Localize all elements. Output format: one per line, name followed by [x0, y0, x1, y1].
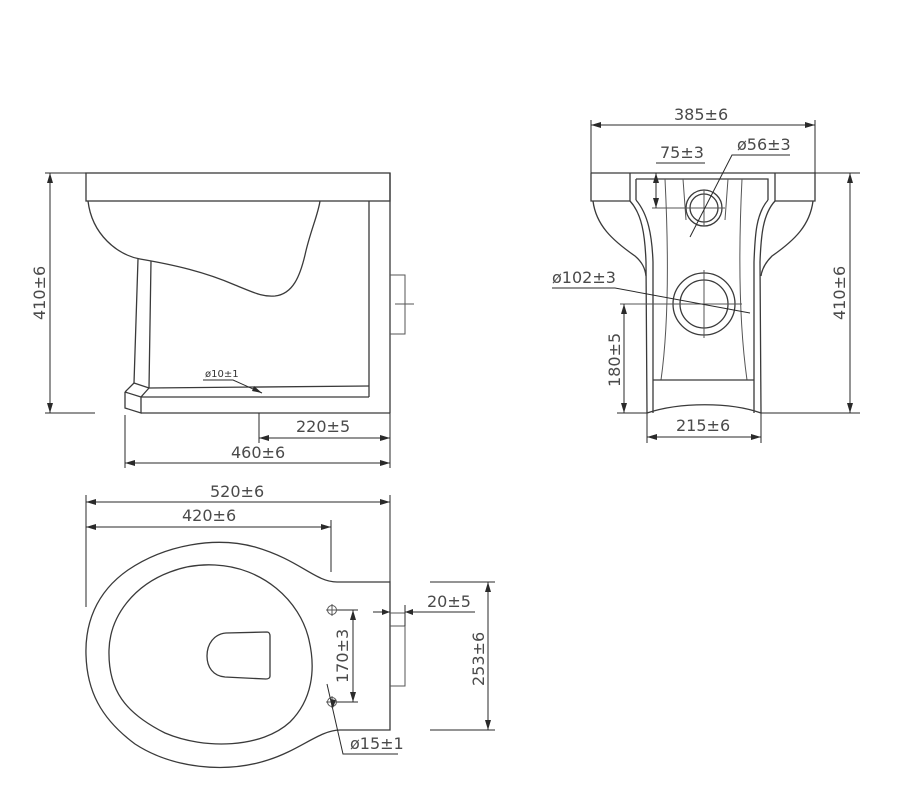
plan-rear-width-ext: [430, 581, 495, 731]
plan-hole-spacing-label: 170±3: [333, 629, 352, 683]
plan-bowl-length-label: 420±6: [182, 506, 236, 525]
plan-spigot-arrow-right: [405, 609, 413, 615]
front-inner-taper: [660, 178, 748, 381]
side-fixing-leader: [203, 379, 263, 394]
plan-outer-outline: [85, 541, 391, 769]
side-rim: [85, 172, 391, 202]
plan-seat-hole-top: [326, 604, 338, 616]
front-bowl-right: [760, 200, 814, 277]
side-height-ext: [45, 172, 95, 414]
front-outlet-diameter-leader: [552, 287, 751, 314]
front-base: [646, 379, 762, 414]
front-inlet-center: [652, 190, 725, 226]
front-inlet-offset-label: 75±3: [660, 143, 704, 162]
front-outlet-diameter-label: ø102±3: [552, 268, 616, 287]
plan-inner-bowl: [108, 564, 313, 745]
front-inlet-diameter-label: ø56±3: [737, 135, 791, 154]
plan-length-ext: [85, 495, 391, 607]
plan-seat-hole-label: ø15±1: [350, 734, 404, 753]
front-width-ext: [590, 120, 816, 173]
front-bowl-left: [592, 200, 647, 277]
side-outlet-spigot: [390, 274, 414, 335]
side-view: ø10±1 410±6 220±5 460±6: [30, 172, 414, 468]
front-view: 385±6 75±3 ø56±3 ø102±3 180±5 215±6 410±…: [552, 105, 860, 443]
plan-spigot-arrow-left: [382, 609, 390, 615]
front-width-label: 385±6: [674, 105, 728, 124]
side-fixing-arrow: [252, 386, 262, 393]
plan-outlet-spigot: [390, 612, 406, 687]
plan-spigot-label: 20±5: [427, 592, 471, 611]
front-rim: [590, 172, 816, 202]
side-bowl-curve: [87, 200, 321, 297]
plan-seat-hole-leader: [326, 683, 398, 755]
front-base-width-label: 215±6: [676, 416, 730, 435]
front-rim-inner: [629, 173, 776, 201]
side-outlet-label: 220±5: [296, 417, 350, 436]
plan-length-label: 520±6: [210, 482, 264, 501]
side-depth-label: 460±6: [231, 443, 285, 462]
front-inlet-diameter-leader: [689, 154, 790, 238]
side-foot: [124, 382, 390, 414]
side-fixing-hole-label: ø10±1: [205, 369, 239, 380]
front-pedestal-right: [753, 199, 776, 414]
plan-outlet-opening: [206, 631, 271, 680]
side-height-label: 410±6: [30, 266, 49, 320]
front-height-label: 410±6: [830, 266, 849, 320]
front-pedestal-left: [629, 199, 654, 414]
plan-rear-width-label: 253±6: [469, 632, 488, 686]
side-pedestal-front: [133, 258, 152, 389]
plan-seat-hole-arrow: [330, 699, 336, 708]
front-outlet-height-label: 180±5: [605, 333, 624, 387]
plan-view: 520±6 420±6 20±5 170±3 253±6 ø15±1: [85, 482, 495, 769]
